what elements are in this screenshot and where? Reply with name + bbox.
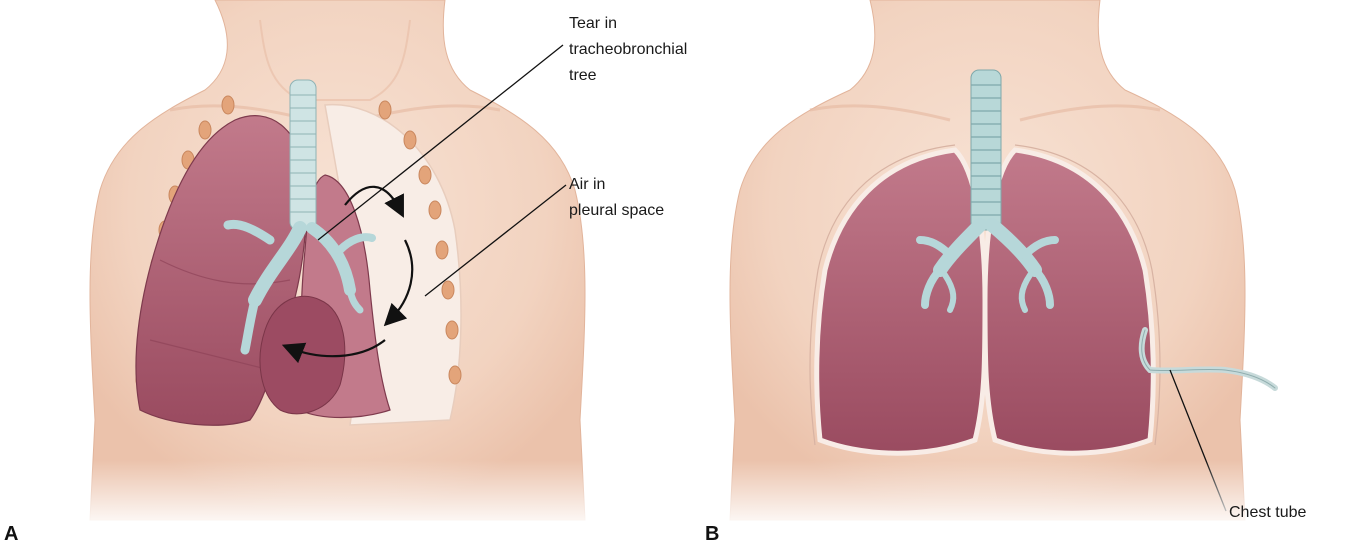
panel-b: [720, 0, 1275, 530]
label-air-line-2: pleural space: [569, 202, 664, 219]
trachea-b: [971, 70, 1001, 230]
heart-a: [260, 296, 345, 414]
label-tear-line-3: tree: [569, 67, 597, 84]
panel-letter-a: A: [4, 523, 18, 543]
label-tear-line-1: Tear in: [569, 15, 617, 32]
label-air-line-1: Air in: [569, 176, 605, 193]
panel-a: [80, 0, 600, 530]
trachea-a: [290, 80, 316, 230]
panel-letter-b: B: [705, 523, 719, 543]
label-tear-line-2: tracheobronchial: [569, 41, 687, 58]
label-chest-tube: Chest tube: [1229, 504, 1306, 521]
